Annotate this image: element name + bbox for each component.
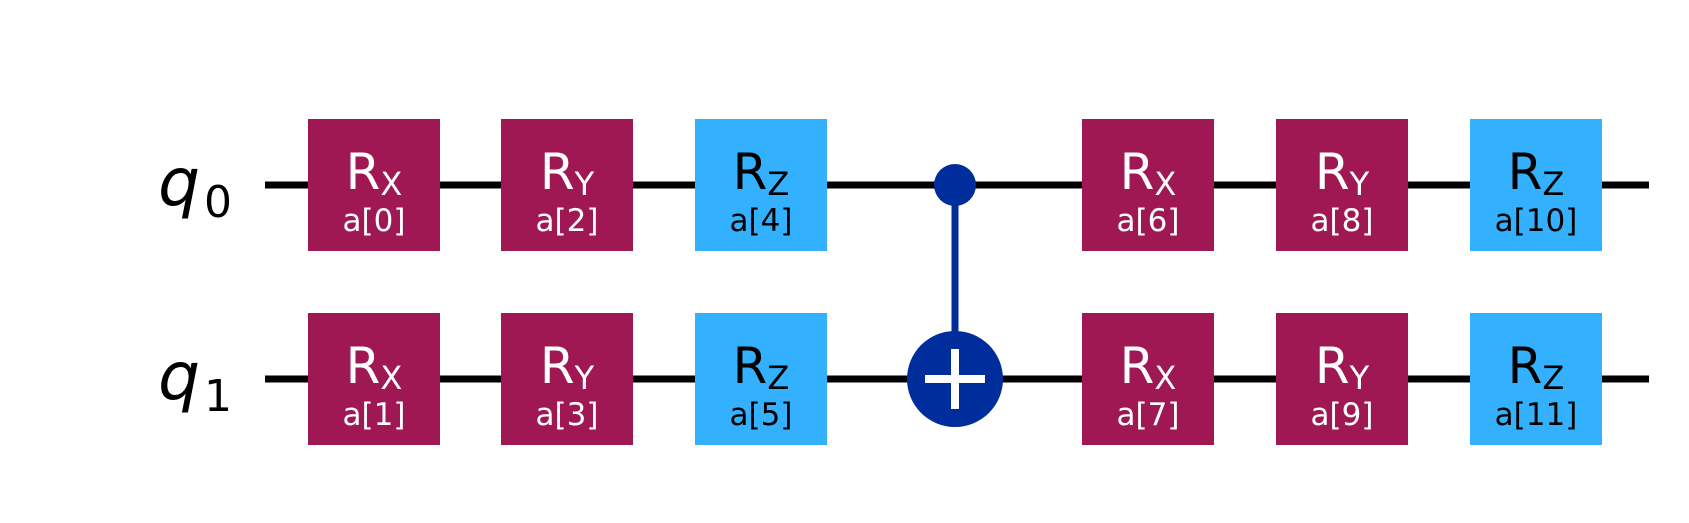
gate-label: RZ bbox=[1508, 337, 1565, 397]
gate-rx-q0-2: RXa[6] bbox=[1082, 119, 1214, 251]
gate-box bbox=[308, 119, 440, 251]
gate-label: RX bbox=[1120, 337, 1177, 397]
gate-param: a[5] bbox=[730, 397, 793, 433]
gate-box bbox=[1470, 119, 1602, 251]
gate-param: a[6] bbox=[1117, 203, 1180, 239]
gate-rz-q0-2: RZa[10] bbox=[1470, 119, 1602, 251]
gate-box bbox=[1470, 313, 1602, 445]
cnot-target-xor-icon bbox=[907, 331, 1003, 427]
gate-rx-q0-1: RXa[0] bbox=[308, 119, 440, 251]
cnot-gate bbox=[907, 164, 1003, 427]
gate-label: RX bbox=[346, 143, 403, 203]
gate-param: a[7] bbox=[1117, 397, 1180, 433]
gate-ry-q0-1: RYa[2] bbox=[501, 119, 633, 251]
gate-box bbox=[695, 119, 827, 251]
gate-label: RX bbox=[346, 337, 403, 397]
gate-label: RY bbox=[1315, 337, 1370, 397]
gate-label: RZ bbox=[733, 337, 790, 397]
gate-rx-q1-2: RXa[7] bbox=[1082, 313, 1214, 445]
gate-label: RZ bbox=[1508, 143, 1565, 203]
gate-rx-q1-1: RXa[1] bbox=[308, 313, 440, 445]
gate-box bbox=[1082, 119, 1214, 251]
gate-box bbox=[501, 119, 633, 251]
cnot-control-dot bbox=[934, 164, 976, 206]
gate-box bbox=[695, 313, 827, 445]
gate-param: a[2] bbox=[536, 203, 599, 239]
gate-param: a[1] bbox=[343, 397, 406, 433]
gate-param: a[10] bbox=[1495, 203, 1578, 239]
gate-label: RY bbox=[1315, 143, 1370, 203]
gate-box bbox=[1276, 119, 1408, 251]
qubit-labels: q0 q1 bbox=[158, 144, 232, 422]
gate-param: a[0] bbox=[343, 203, 406, 239]
gate-box bbox=[501, 313, 633, 445]
gate-param: a[3] bbox=[536, 397, 599, 433]
gate-param: a[4] bbox=[730, 203, 793, 239]
gate-param: a[9] bbox=[1311, 397, 1374, 433]
gate-ry-q0-2: RYa[8] bbox=[1276, 119, 1408, 251]
gate-param: a[11] bbox=[1495, 397, 1578, 433]
gate-ry-q1-1: RYa[3] bbox=[501, 313, 633, 445]
gate-label: RX bbox=[1120, 143, 1177, 203]
qubit-label-0: q0 bbox=[158, 144, 232, 228]
gate-box bbox=[1082, 313, 1214, 445]
gate-param: a[8] bbox=[1311, 203, 1374, 239]
gate-rz-q1-1: RZa[5] bbox=[695, 313, 827, 445]
qubit-label-1: q1 bbox=[158, 338, 232, 422]
gate-box bbox=[1276, 313, 1408, 445]
gate-rz-q1-2: RZa[11] bbox=[1470, 313, 1602, 445]
gate-ry-q1-2: RYa[9] bbox=[1276, 313, 1408, 445]
gate-label: RY bbox=[540, 143, 595, 203]
rotation-gates: RXa[0]RXa[1]RYa[2]RYa[3]RZa[4]RZa[5]RXa[… bbox=[308, 119, 1602, 445]
gate-label: RY bbox=[540, 337, 595, 397]
gate-box bbox=[308, 313, 440, 445]
gate-label: RZ bbox=[733, 143, 790, 203]
gate-rz-q0-1: RZa[4] bbox=[695, 119, 827, 251]
